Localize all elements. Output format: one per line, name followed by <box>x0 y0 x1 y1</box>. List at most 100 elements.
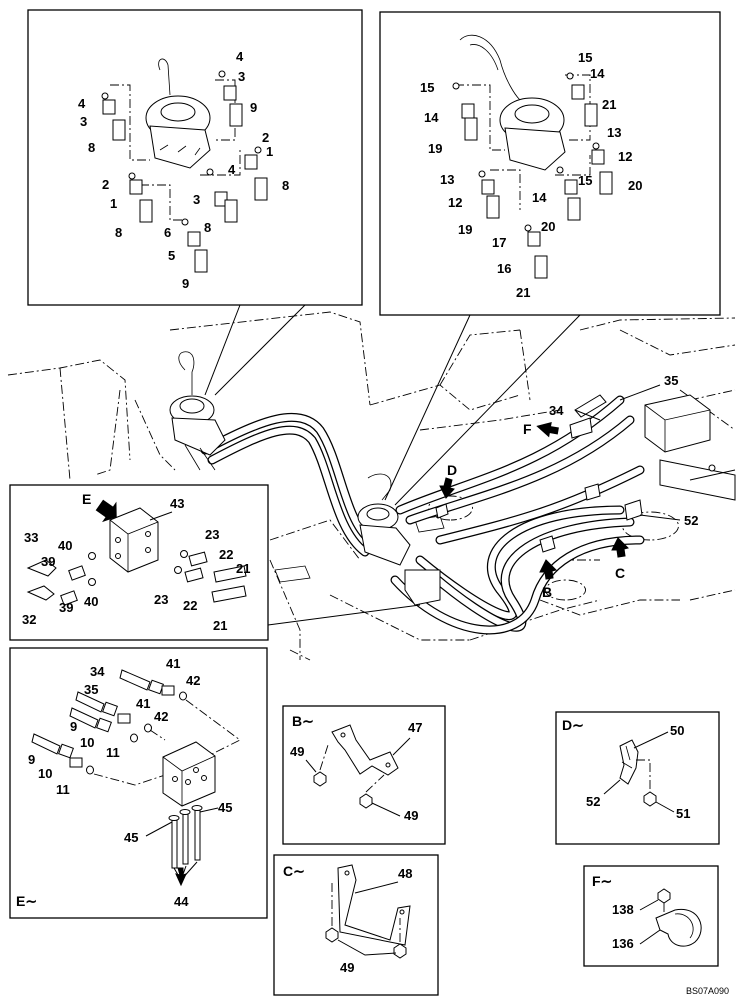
callout-label: 44 <box>174 894 189 909</box>
callout-label: 42 <box>186 673 200 688</box>
callout-label: 47 <box>408 720 422 735</box>
callout-label: 138 <box>612 902 634 917</box>
callout-label: 41 <box>136 696 150 711</box>
view-b-callouts: B∼ 47 49 49 <box>290 713 422 823</box>
callout-label: 17 <box>492 235 506 250</box>
callout-label: 49 <box>340 960 354 975</box>
hose-clamps <box>435 394 643 553</box>
callout-label: 15 <box>578 173 592 188</box>
callout-label: 22 <box>219 547 233 562</box>
view-marker-f: F <box>523 421 532 437</box>
callout-label: 9 <box>182 276 189 291</box>
callout-label: 4 <box>78 96 86 111</box>
callout-label: 136 <box>612 936 634 951</box>
callout-label: 8 <box>115 225 122 240</box>
inset-right-callouts: 15 14 15 14 21 19 13 12 13 15 14 20 12 2… <box>420 50 642 300</box>
callout-label: 22 <box>183 598 197 613</box>
view-e-block-parts <box>31 669 241 887</box>
inset-left-callouts: 4 3 4 3 9 8 2 1 2 4 1 8 3 8 6 5 8 9 <box>78 49 289 291</box>
inset-left-joystick-parts <box>101 58 268 273</box>
view-d-title: D∼ <box>562 717 584 733</box>
view-marker-b: B <box>542 584 552 600</box>
drawing-code: BS07A090 <box>686 986 729 996</box>
inset-leaders <box>204 304 581 626</box>
view-f-callouts: F∼ 138 136 <box>592 873 661 951</box>
callout-label: 2 <box>102 177 109 192</box>
view-e-block-box <box>9 647 268 919</box>
callout-label: 14 <box>532 190 547 205</box>
callout-label: 20 <box>628 178 642 193</box>
callout-label: 3 <box>80 114 87 129</box>
view-e-block-title: E∼ <box>16 893 37 909</box>
callout-label: 12 <box>618 149 632 164</box>
callout-label: 49 <box>404 808 418 823</box>
callout-label: 21 <box>516 285 530 300</box>
callout-label: 43 <box>170 496 184 511</box>
callout-label: 1 <box>110 196 117 211</box>
callout-label: 8 <box>282 178 289 193</box>
callout-label: 15 <box>420 80 434 95</box>
callout-label: 13 <box>440 172 454 187</box>
callout-label: 4 <box>228 162 236 177</box>
view-b-box <box>282 705 446 845</box>
view-d-callouts: D∼ 50 52 51 <box>562 717 690 821</box>
callout-label: 45 <box>218 800 232 815</box>
view-c-title: C∼ <box>283 863 305 879</box>
view-d-parts <box>619 739 657 807</box>
callout-label: 9 <box>250 100 257 115</box>
right-manifold <box>644 394 736 501</box>
view-e-block-callouts: 34 41 42 35 9 41 10 42 9 10 11 11 45 45 … <box>16 656 232 909</box>
callout-label: 48 <box>398 866 412 881</box>
callout-label: 40 <box>58 538 72 553</box>
callout-label: 5 <box>168 248 175 263</box>
callout-label: 40 <box>84 594 98 609</box>
callout-label: 10 <box>80 735 94 750</box>
callout-label: 2 <box>262 130 269 145</box>
callout-label: 52 <box>684 513 698 528</box>
callout-label: 9 <box>28 752 35 767</box>
callout-label: 33 <box>24 530 38 545</box>
callout-label: 49 <box>290 744 304 759</box>
callout-label: 34 <box>549 403 564 418</box>
callout-label: 6 <box>164 225 171 240</box>
hose-bundle <box>200 395 645 635</box>
callout-label: 39 <box>41 554 55 569</box>
callout-label: 35 <box>84 682 98 697</box>
callout-label: 39 <box>59 600 73 615</box>
callout-label: 42 <box>154 709 168 724</box>
view-e-callouts: E 43 33 40 39 23 22 21 23 22 21 39 40 32 <box>22 491 250 633</box>
callout-label: 41 <box>166 656 180 671</box>
callout-label: 11 <box>106 745 120 760</box>
view-marker-d: D <box>447 462 457 478</box>
callout-label: 13 <box>607 125 621 140</box>
view-c-parts <box>325 864 411 959</box>
callout-label: 3 <box>193 192 200 207</box>
callout-label: 21 <box>236 561 250 576</box>
callout-label: 19 <box>458 222 472 237</box>
callout-label: 50 <box>670 723 684 738</box>
callout-label: 19 <box>428 141 442 156</box>
callout-label: 16 <box>497 261 511 276</box>
callout-label: 45 <box>124 830 138 845</box>
callout-label: 35 <box>664 373 678 388</box>
callout-label: 8 <box>88 140 95 155</box>
callout-label: 12 <box>448 195 462 210</box>
view-b-title: B∼ <box>292 713 314 729</box>
callout-label: 23 <box>154 592 168 607</box>
callout-label: 34 <box>90 664 105 679</box>
callout-label: 4 <box>236 49 244 64</box>
view-marker-c: C <box>615 565 625 581</box>
callout-label: 10 <box>38 766 52 781</box>
callout-label: 20 <box>541 219 555 234</box>
view-e-title: E <box>82 491 91 507</box>
callout-label: 32 <box>22 612 36 627</box>
callout-label: 15 <box>578 50 592 65</box>
inset-right-joystick-parts <box>452 34 613 279</box>
callout-label: 3 <box>238 69 245 84</box>
callout-label: 21 <box>602 97 616 112</box>
right-joystick-main <box>357 473 441 606</box>
callout-label: 14 <box>590 66 605 81</box>
callout-label: 21 <box>213 618 227 633</box>
